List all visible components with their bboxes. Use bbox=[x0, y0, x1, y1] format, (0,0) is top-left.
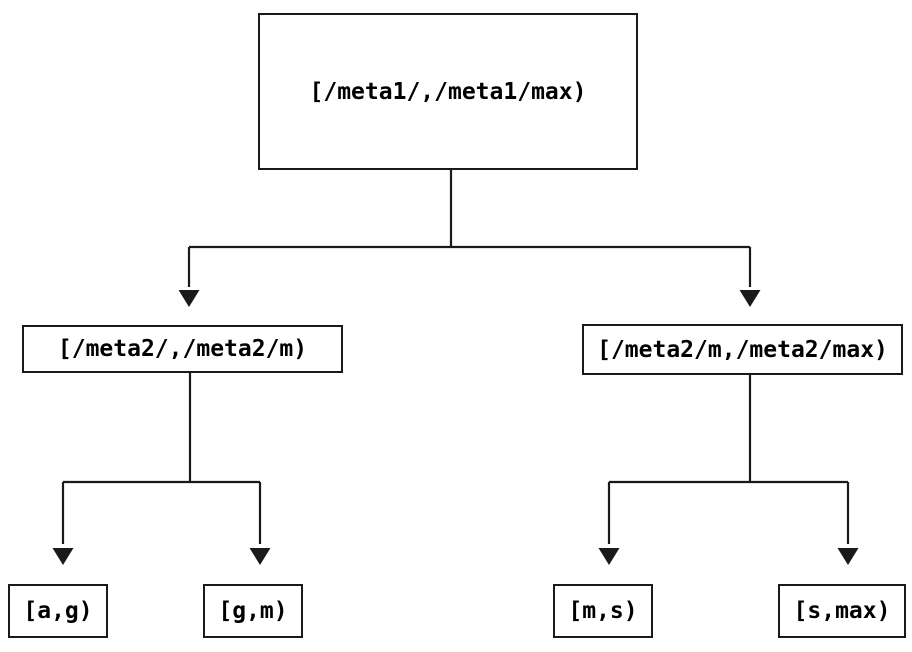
arrowhead-down-icon bbox=[249, 548, 271, 565]
tree-node-label: [/meta1/,/meta1/max) bbox=[309, 78, 587, 105]
tree-node-meta2-low: [/meta2/,/meta2/m) bbox=[22, 325, 343, 373]
tree-node-label: [/meta2/,/meta2/m) bbox=[57, 336, 308, 362]
tree-node-label: [s,max) bbox=[793, 598, 891, 624]
tree-node-leaf-ms: [m,s) bbox=[553, 584, 653, 638]
tree-node-leaf-smax: [s,max) bbox=[778, 584, 906, 638]
tree-node-root: [/meta1/,/meta1/max) bbox=[258, 13, 638, 170]
tree-node-leaf-ag: [a,g) bbox=[8, 584, 108, 638]
arrowhead-down-icon bbox=[837, 548, 859, 565]
tree-node-meta2-high: [/meta2/m,/meta2/max) bbox=[582, 324, 903, 375]
tree-node-label: [m,s) bbox=[568, 598, 638, 624]
arrowhead-down-icon bbox=[178, 290, 200, 307]
tree-node-label: [g,m) bbox=[218, 598, 288, 624]
arrowhead-down-icon bbox=[52, 548, 74, 565]
arrowhead-down-icon bbox=[739, 290, 761, 307]
arrowhead-down-icon bbox=[598, 548, 620, 565]
tree-node-label: [a,g) bbox=[23, 598, 93, 624]
tree-node-leaf-gm: [g,m) bbox=[203, 584, 303, 638]
tree-node-label: [/meta2/m,/meta2/max) bbox=[597, 336, 888, 363]
